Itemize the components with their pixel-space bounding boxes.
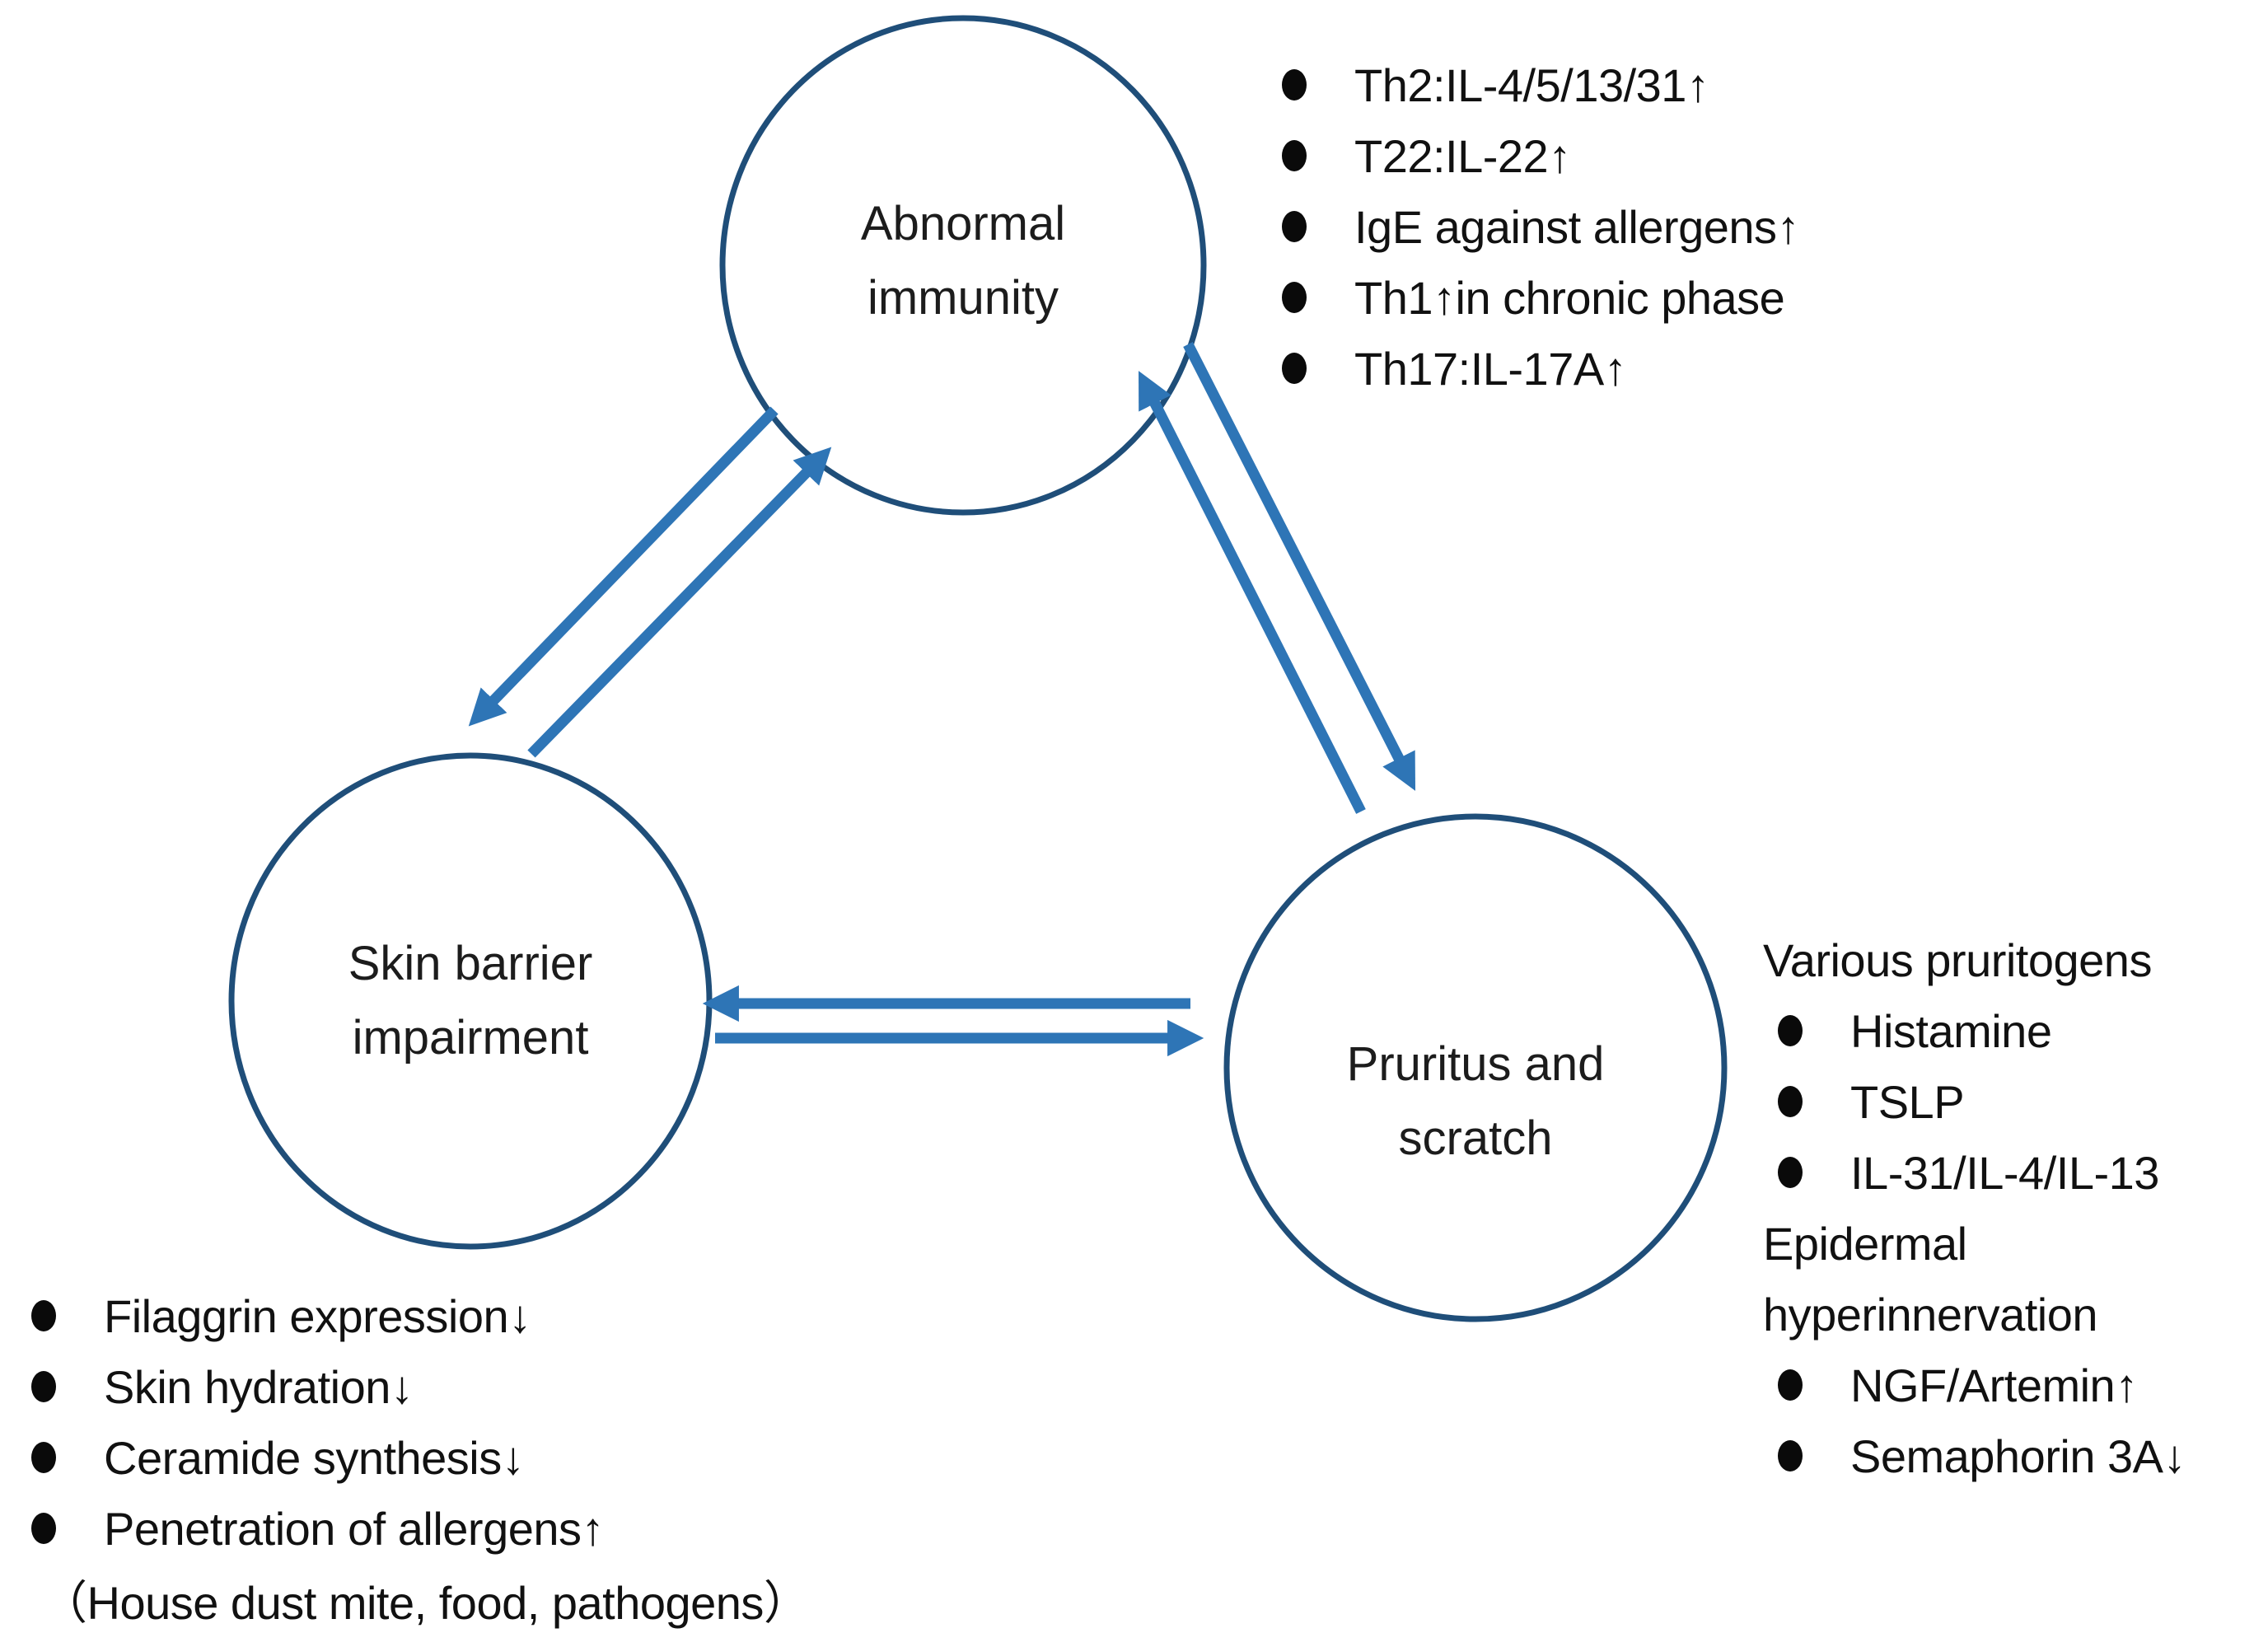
list-header: Epidermal [1763,1208,2186,1279]
label-line: Abnormal [860,197,1066,250]
list-item: TSLP [1763,1066,2186,1137]
list-item: Histamine [1763,995,2186,1066]
list-item-text: Ceramide synthesis↓ [104,1431,525,1484]
circle-abnormal-immunity [719,15,1207,516]
list-item-text: Penetration of allergens↑ [104,1502,605,1555]
list-item: Th17:IL-17A↑ [1282,333,1799,404]
list-pruritus-factors: Various pruritogens Histamine TSLP IL-31… [1763,924,2186,1491]
list-header-text: hyperinnervation [1763,1288,2098,1341]
list-item-text: IgE against allergens↑ [1354,200,1800,253]
list-item: T22:IL-22↑ [1282,120,1799,191]
label-abnormal-immunity: Abnormal immunity [861,187,1065,335]
bullet-icon [1778,1369,1803,1401]
bullet-icon [1282,282,1307,313]
bullet-icon [31,1513,56,1544]
list-item: Ceramide synthesis↓ [31,1422,809,1493]
list-item: Filaggrin expression↓ [31,1280,809,1351]
label-pruritus-and-scratch: Pruritus and scratch [1347,1027,1605,1176]
bullet-icon [31,1300,56,1331]
list-item: Semaphorin 3A↓ [1763,1420,2186,1491]
label-line: immunity [867,271,1059,325]
list-item: Skin hydration↓ [31,1351,809,1422]
bullet-icon [1282,69,1307,101]
list-item-text: Th1↑in chronic phase [1354,271,1785,324]
list-item-text: Th2:IL-4/5/13/31↑ [1354,58,1709,111]
bullet-icon [1778,1440,1803,1472]
list-header: Various pruritogens [1763,924,2186,995]
bullet-icon [1778,1086,1803,1117]
bullet-icon [1282,211,1307,242]
list-item: IgE against allergens↑ [1282,191,1800,262]
list-item-text: Skin hydration↓ [104,1360,414,1413]
arrow-skin-barrier-to-immunity [527,447,832,758]
label-line: impairment [352,1011,589,1064]
list-header: hyperinnervation [1763,1279,2186,1350]
list-note-text: （House dust mite, food, pathogens） [41,1576,810,1629]
list-item-text: TSLP [1850,1075,1965,1128]
arrow-pruritus-to-immunity [1139,371,1366,814]
list-header-text: Various pruritogens [1763,933,2152,986]
list-barrier-factors: Filaggrin expression↓ Skin hydration↓ Ce… [31,1280,810,1635]
list-header-text: Epidermal [1763,1217,1967,1270]
list-item-text: T22:IL-22↑ [1354,129,1571,182]
label-line: Skin barrier [348,937,593,990]
list-item-text: Filaggrin expression↓ [104,1289,531,1342]
list-item-text: Th17:IL-17A↑ [1354,342,1627,395]
list-item: Th2:IL-4/5/13/31↑ [1282,49,1799,120]
list-immunity-factors: Th2:IL-4/5/13/31↑ T22:IL-22↑ IgE against… [1282,49,1800,404]
bullet-icon [1282,353,1307,384]
label-skin-barrier-impairment: Skin barrier impairment [348,927,593,1075]
arrow-immunity-to-skin-barrier [468,406,779,727]
list-item: Th1↑in chronic phase [1282,262,1799,333]
list-item: Penetration of allergens↑ [31,1493,809,1564]
bullet-icon [1778,1157,1803,1188]
label-line: Pruritus and [1346,1037,1605,1091]
list-item-text: Semaphorin 3A↓ [1850,1429,2186,1482]
list-note: （House dust mite, food, pathogens） [31,1564,810,1635]
list-item: NGF/Artemin↑ [1763,1350,2186,1420]
list-item-text: NGF/Artemin↑ [1850,1359,2138,1411]
bullet-icon [31,1371,56,1402]
list-item-text: IL-31/IL-4/IL-13 [1850,1146,2159,1199]
label-line: scratch [1398,1111,1553,1165]
bullet-icon [31,1442,56,1473]
bullet-icon [1282,140,1307,171]
list-item: IL-31/IL-4/IL-13 [1763,1137,2186,1208]
circle-pruritus-and-scratch [1223,813,1728,1322]
bullet-icon [1778,1015,1803,1046]
arrow-immunity-to-pruritus [1183,342,1416,791]
list-item-text: Histamine [1850,1004,2052,1057]
